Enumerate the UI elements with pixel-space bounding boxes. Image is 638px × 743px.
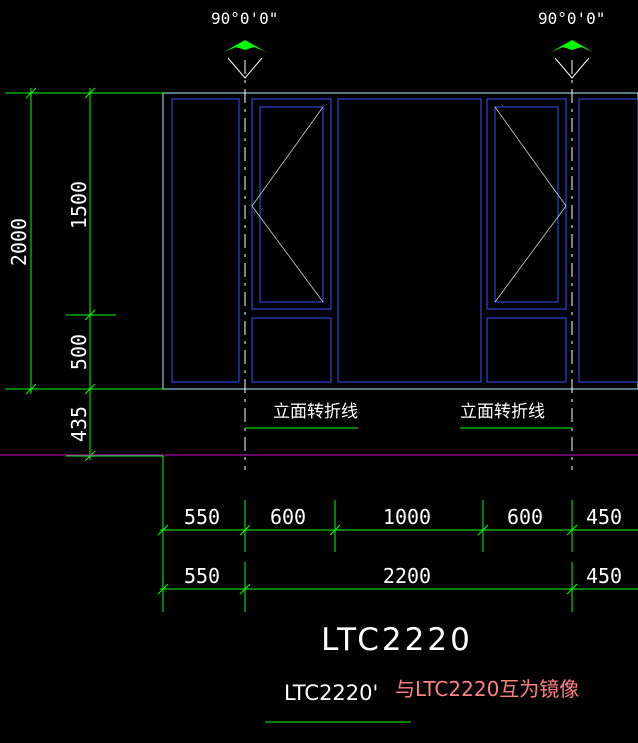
dim-row1-1: 600 <box>270 505 306 529</box>
fold-label-right-text: 立面转折线 <box>460 402 545 422</box>
fold-label-right: 立面转折线 <box>460 402 572 429</box>
window-elevation <box>162 92 638 390</box>
dim-overall-2000: 2000 <box>7 218 31 266</box>
dim-row1-2: 1000 <box>383 505 431 529</box>
tick <box>84 383 96 395</box>
panel-left-fixed <box>171 98 240 383</box>
dim-row1-3: 600 <box>507 505 543 529</box>
tick <box>157 583 169 595</box>
panel-left-lower <box>251 317 332 383</box>
angle-arrow-right-icon <box>551 40 593 52</box>
tick <box>84 309 96 321</box>
dim-row2-1: 2200 <box>383 564 431 588</box>
tick <box>566 583 578 595</box>
fold-axes <box>244 60 573 470</box>
tick <box>157 524 169 536</box>
casement-left-outer <box>251 98 332 310</box>
dim-sill-435: 435 <box>67 406 91 442</box>
vertical-dimensions <box>5 87 163 462</box>
dim-upper-1500: 1500 <box>67 181 91 229</box>
drawing-title: LTC2220 <box>321 622 473 658</box>
casement-right-inner <box>494 106 559 303</box>
angle-arrow-left-icon <box>224 40 266 52</box>
angle-label-left: 90°0'0" <box>211 9 278 28</box>
panel-right-fixed <box>578 98 638 383</box>
subtitle-mirror-note: 与LTC2220互为镜像 <box>395 677 579 701</box>
subtitle-code: LTC2220' <box>284 681 378 705</box>
angle-label-right: 90°0'0" <box>538 9 605 28</box>
panel-right-lower <box>486 317 567 383</box>
casement-right-outer <box>486 98 567 310</box>
tick <box>239 583 251 595</box>
angle-marker-right: 90°0'0" <box>538 9 605 79</box>
casement-left-opening-mark <box>251 106 324 303</box>
tick <box>566 524 578 536</box>
angle-marker-left-leader <box>227 57 263 79</box>
tick <box>477 524 489 536</box>
outer-frame <box>162 92 638 390</box>
dim-row2-0: 550 <box>184 564 220 588</box>
dim-row1-4: 450 <box>586 505 622 529</box>
panel-center-fixed <box>337 98 482 383</box>
tick <box>25 87 37 99</box>
angle-marker-right-leader <box>554 57 590 79</box>
tick <box>25 383 37 395</box>
drawing-subtitle: LTC2220' 与LTC2220互为镜像 <box>265 677 579 723</box>
casement-left-inner <box>259 106 324 303</box>
casement-right-opening-mark <box>494 106 567 303</box>
fold-label-left-text: 立面转折线 <box>273 402 358 422</box>
horizontal-dimensions <box>157 500 638 612</box>
tick <box>84 450 96 462</box>
tick <box>239 524 251 536</box>
angle-marker-left: 90°0'0" <box>211 9 278 79</box>
dim-row1-0: 550 <box>184 505 220 529</box>
tick <box>329 524 341 536</box>
dim-lower-500: 500 <box>67 334 91 370</box>
fold-label-left: 立面转折线 <box>245 402 358 429</box>
dim-row2-2: 450 <box>586 564 622 588</box>
tick <box>84 87 96 99</box>
